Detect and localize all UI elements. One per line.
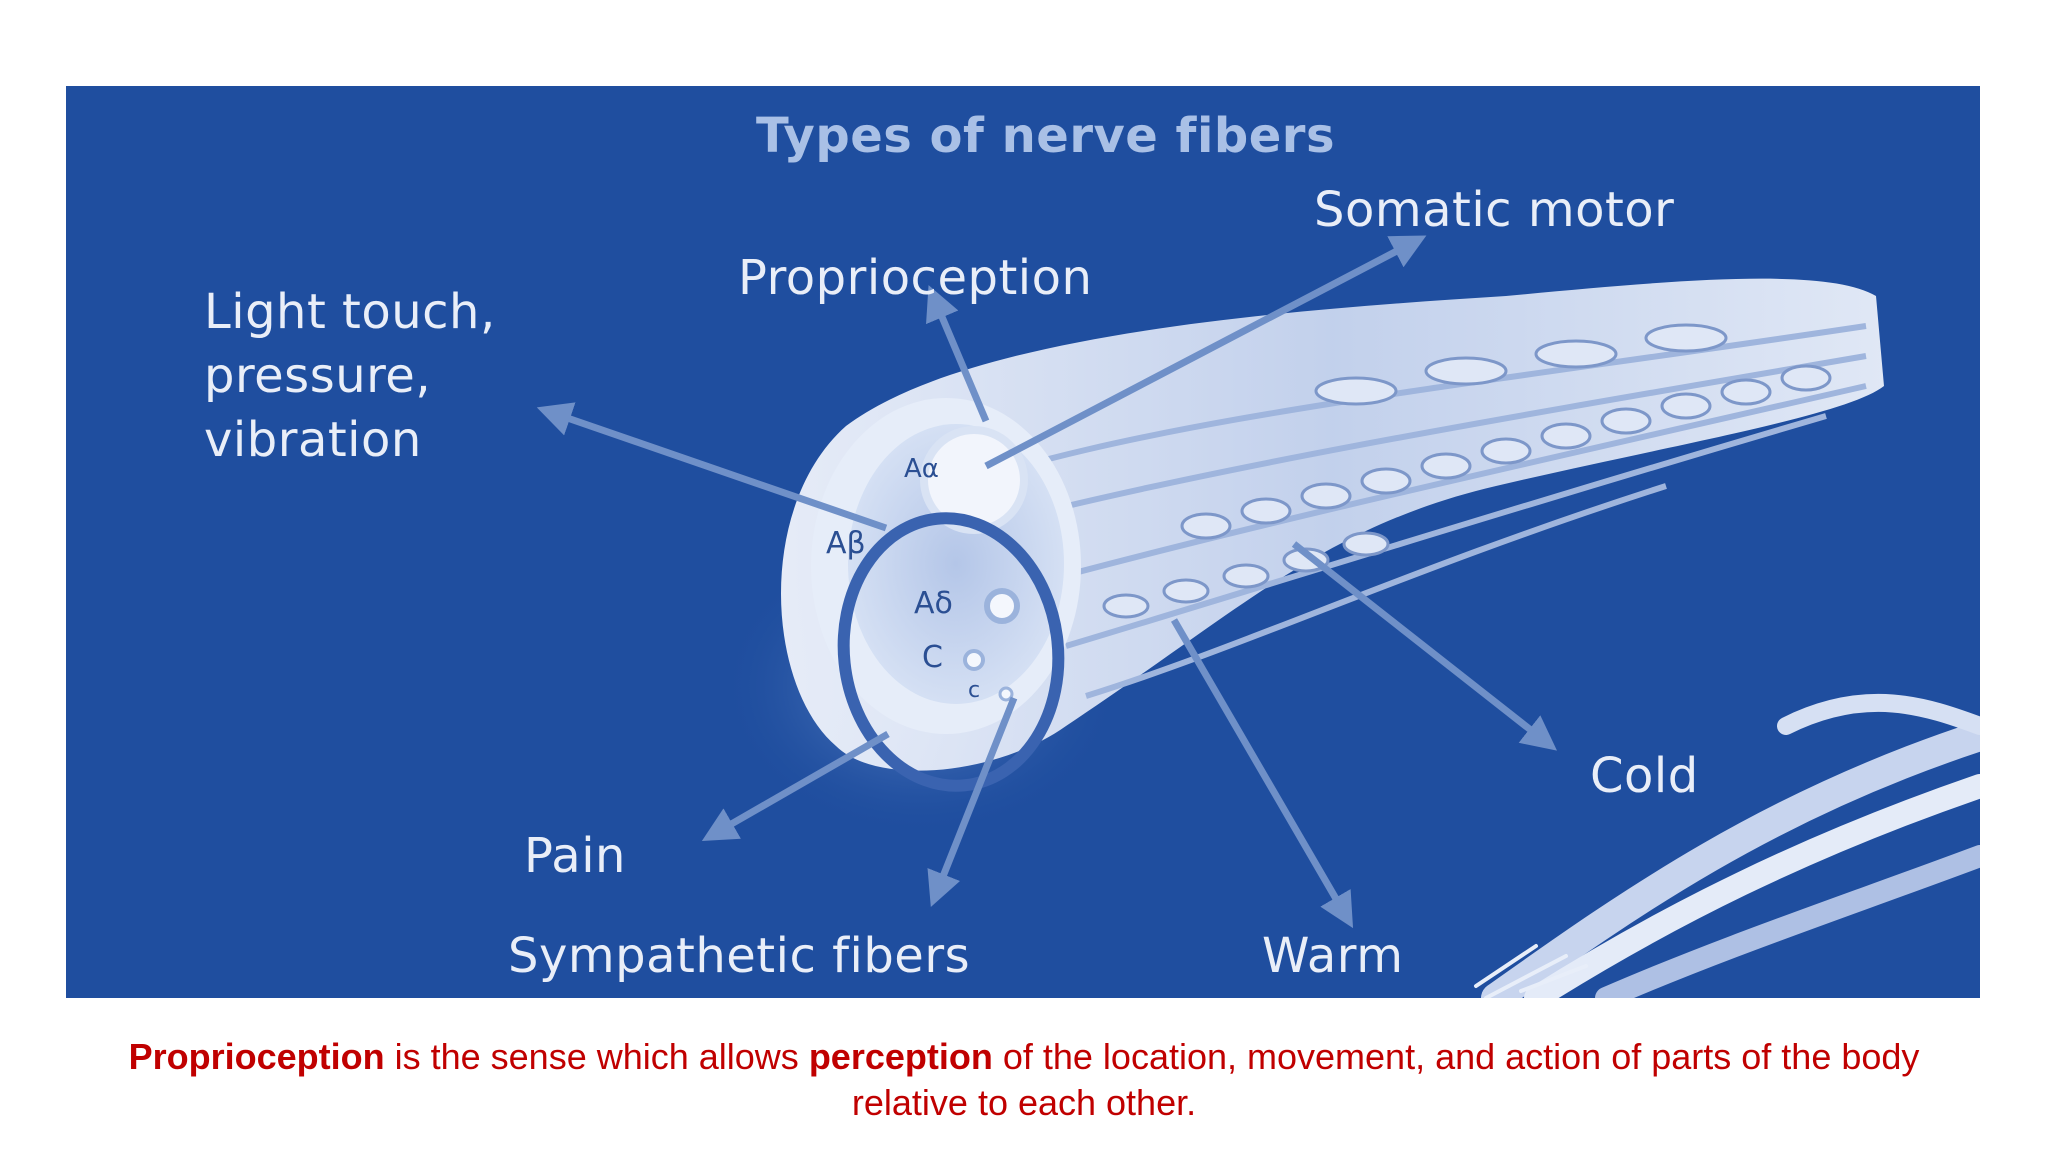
arrows — [536, 235, 1558, 929]
small-fiber-ring — [837, 512, 1065, 792]
myelin-beads — [1102, 323, 1832, 619]
diagram-title: Types of nerve fibers — [756, 108, 1336, 164]
c-fiber-large — [963, 649, 985, 671]
label-cold: Cold — [1590, 748, 1699, 804]
caption: Proprioception is the sense which allows… — [80, 1034, 1968, 1126]
fiber-label-c-small: c — [968, 678, 981, 703]
arrow-light-touch — [536, 402, 888, 532]
twisted-cable — [1474, 693, 1980, 998]
arrow-cold — [1291, 541, 1558, 751]
arrow-warm — [1170, 618, 1354, 929]
fiber-label-a-alpha: Aα — [904, 454, 939, 484]
caption-term-proprioception: Proprioception — [128, 1036, 385, 1077]
label-sympathetic-fibers: Sympathetic fibers — [508, 928, 971, 984]
arrow-sympathetic — [927, 696, 1018, 908]
fiber-label-a-beta: Aβ — [826, 526, 866, 561]
label-warm: Warm — [1262, 928, 1404, 984]
c-fiber-small — [998, 686, 1014, 702]
label-light-touch: Light touch, pressure, vibration — [204, 284, 496, 468]
label-pain: Pain — [524, 828, 626, 884]
arrow-pain — [701, 730, 890, 841]
arrow-proprioception — [926, 285, 990, 423]
nerve-illustration — [536, 235, 1980, 998]
fiber-label-c-large: C — [922, 640, 943, 675]
arrow-somatic-motor — [984, 235, 1427, 470]
label-proprioception: Proprioception — [738, 250, 1093, 306]
fiber-label-a-delta: Aδ — [914, 586, 953, 621]
nerve-fiber-diagram: Types of nerve fibers Somatic motor Prop… — [66, 86, 1980, 998]
caption-term-perception: perception — [808, 1036, 993, 1077]
a-alpha-fiber — [920, 426, 1028, 534]
caption-text-1: is the sense which allows — [384, 1036, 809, 1077]
caption-text-2: of the location, movement, and action of… — [851, 1036, 1920, 1123]
label-somatic-motor: Somatic motor — [1314, 182, 1675, 238]
a-delta-fiber — [984, 588, 1020, 624]
